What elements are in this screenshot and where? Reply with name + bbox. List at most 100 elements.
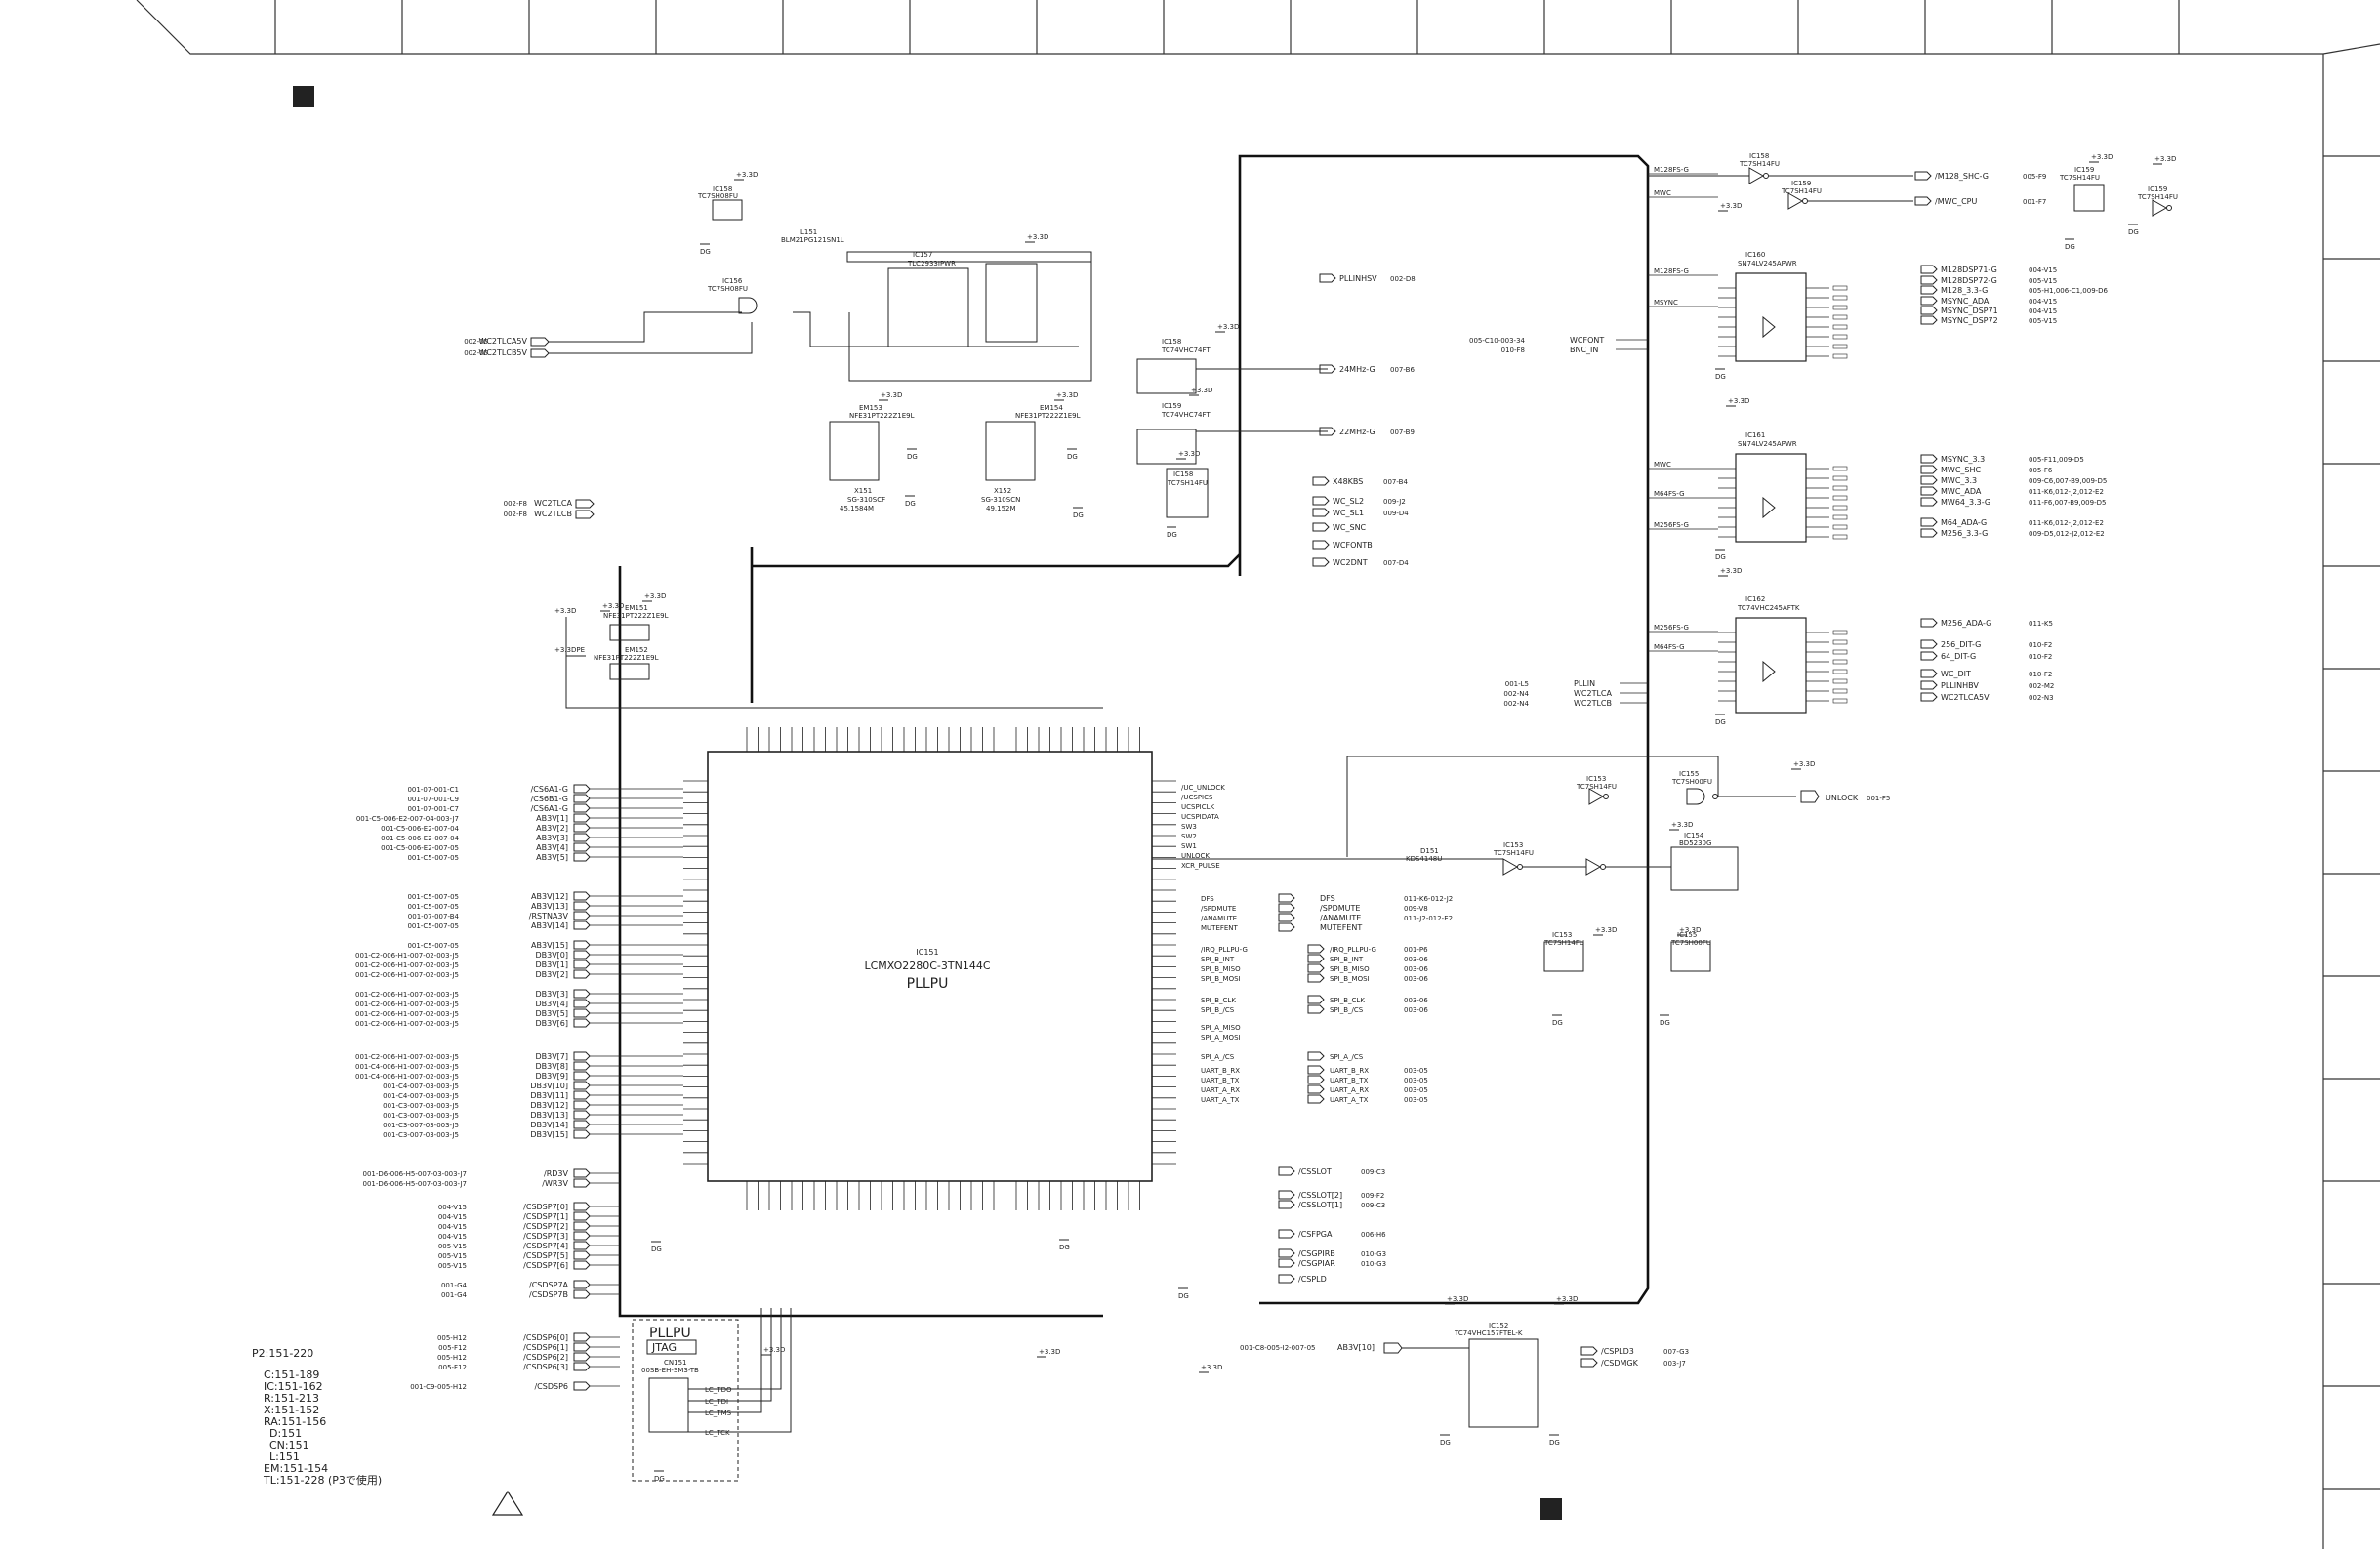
bottom-port-ref: 010-G3: [1361, 1260, 1386, 1268]
mid-right-port-ref: 011-K6-012-J2: [1404, 895, 1453, 903]
clock-input-label-1: WC2TLCA5V: [478, 337, 527, 346]
ic-ref: IC152: [1489, 1322, 1508, 1329]
ref-list-title: P2:151-220: [252, 1347, 313, 1360]
mid-right-signal: UART_A_RX: [1201, 1086, 1240, 1094]
vcc-label: +3.3D: [1720, 567, 1742, 575]
clock-output-ref: 007-B6: [1390, 366, 1415, 374]
mid-right-ports: /UC_UNLOCK/UCSPICSUCSPICLKUCSPIDATASW3SW…: [1181, 784, 1453, 1104]
left-bottom-port-label: /CSDSP7[2]: [523, 1222, 568, 1231]
mid-right-signal: SPI_B_MISO: [1201, 965, 1241, 973]
ref-list-line: RA:151-156: [264, 1415, 326, 1428]
mid-right-signal: MUTEFENT: [1201, 924, 1239, 932]
ref-list-line: C:151-189: [264, 1369, 319, 1381]
ic-ref: IC153: [1552, 931, 1572, 939]
right-port-ref: 010-F2: [2029, 641, 2052, 649]
mid-right-signal: SPI_B_INT: [1201, 956, 1235, 963]
rail-label: +3.3D: [554, 607, 576, 615]
right-port-ref: 010-F2: [2029, 653, 2052, 661]
right-port-ref: 005-V15: [2029, 277, 2057, 285]
ic-ref: IC156: [722, 277, 743, 285]
ref-list-line: D:151: [269, 1427, 302, 1440]
right-port-label: MWC_ADA: [1941, 487, 1982, 496]
clock-output-ref: 009-D4: [1383, 510, 1409, 517]
mid-right-port-label: /ANAMUTE: [1320, 914, 1361, 922]
ic-part: TC7SH14FU: [1739, 160, 1780, 168]
left-port-label: AB3V[1]: [536, 814, 568, 823]
left-bottom-port-ref: 001-G4: [441, 1291, 468, 1299]
mid-right-signal: UNLOCK: [1181, 852, 1210, 860]
vcc-label: +3.3D: [1447, 1295, 1468, 1303]
right-port-ref: 005-F9: [2023, 173, 2046, 181]
clock-output-label: PLLINHSV: [1339, 274, 1377, 283]
left-port-ref: 001-C4-006-H1-007-02-003-J5: [355, 1073, 459, 1081]
left-bottom-port-ref: 005-H12: [437, 1334, 467, 1342]
bottom-port-label: /CSFPGA: [1298, 1230, 1333, 1239]
clock-input-ref-3: 002-F8: [504, 500, 527, 508]
mid-right-signal: UCSPIDATA: [1181, 813, 1219, 821]
left-port-label: /CS6B1-G: [531, 795, 568, 803]
ic-ref: IC159: [2074, 166, 2094, 174]
mid-right-signal: SPI_A_MISO: [1201, 1024, 1241, 1032]
bus-input-label: M128FS-G: [1654, 166, 1689, 174]
mid-right-signal: /UCSPICS: [1181, 794, 1213, 801]
left-port-label: DB3V[5]: [535, 1009, 568, 1018]
left-bottom-port-label: /CSDSP6[1]: [523, 1343, 568, 1352]
pll-section: [712, 199, 1328, 518]
left-port-label: DB3V[2]: [535, 970, 568, 979]
ic-part: TC7SH14FU: [1781, 187, 1822, 195]
left-bottom-port-label: /RD3V: [544, 1169, 569, 1178]
vcc-label: +3.3D: [1793, 760, 1815, 768]
right-port-ref: 010-F2: [2029, 671, 2052, 678]
mid-right-port-label: SPI_B_INT: [1330, 956, 1364, 963]
right-port-label: 64_DIT-G: [1941, 652, 1976, 661]
left-port-ref: 001-07-001-C1: [407, 786, 459, 794]
main-chip-top-pins: [746, 727, 1140, 752]
ref-list-line: L:151: [269, 1451, 300, 1463]
mid-right-port-ref: 011-J2-012-E2: [1404, 915, 1453, 922]
mid-right-port-label: UART_B_RX: [1330, 1067, 1369, 1075]
jtag-subtitle: JTAG: [651, 1341, 677, 1354]
mid-right-port-ref: 003-06: [1404, 997, 1428, 1004]
left-port-label: AB3V[3]: [536, 834, 568, 842]
bottom-port-ref: 003-J7: [1663, 1360, 1686, 1368]
right-port-label: MWC_SHC: [1941, 466, 1981, 474]
ground-label: DG: [2128, 228, 2139, 236]
left-port-ref: 001-C2-006-H1-007-02-003-J5: [355, 1010, 459, 1018]
mid-right-signal: /UC_UNLOCK: [1181, 784, 1225, 792]
clock-output-label: 22MHz-G: [1339, 428, 1375, 436]
rail-label: +3.3DPE: [554, 646, 585, 654]
vcc-label: +3.3D: [1201, 1364, 1222, 1371]
left-bottom-port-label: /CSDSP7[1]: [523, 1212, 568, 1221]
buffer-ref: IC162: [1745, 595, 1765, 603]
right-port-label: WC2TLCA5V: [1941, 693, 1990, 702]
ground-label: DG: [1715, 553, 1726, 561]
ic-part: TLC2933IPWR: [907, 260, 956, 267]
bus-lines: [618, 154, 1650, 1318]
ic-part: TC7SH14FU: [1543, 939, 1584, 947]
main-chip-ref: IC151: [916, 948, 938, 957]
ab3v10-label: AB3V[10]: [1337, 1343, 1375, 1352]
right-port-label: /M128_SHC-G: [1935, 172, 1989, 181]
lock-section: [1152, 756, 1796, 972]
right-port-label: MSYNC_DSP72: [1941, 316, 1998, 325]
left-bottom-port-ref: 005-V15: [438, 1252, 467, 1260]
left-port-label: DB3V[11]: [530, 1091, 568, 1100]
ic-part: TC7SH14FU: [2137, 193, 2178, 201]
vcc-label: +3.3D: [1056, 391, 1078, 399]
left-bottom-port-label: /CSDSP6[0]: [523, 1333, 568, 1342]
left-bottom-port-label: /CSDSP7[3]: [523, 1232, 568, 1241]
diode-ref: D151: [1420, 847, 1439, 855]
left-port-ref: 001-C3-007-03-003-J5: [383, 1102, 459, 1110]
filter-ref: EM152: [625, 646, 648, 654]
left-port-label: AB3V[14]: [531, 921, 568, 930]
left-port-ref: 001-07-001-C9: [407, 796, 459, 803]
vcc-label: +3.3D: [1178, 450, 1200, 458]
vcc-label: +3.3D: [1720, 202, 1742, 210]
ref-list-line: CN:151: [269, 1439, 309, 1451]
left-port-label: /CS6A1-G: [531, 804, 568, 813]
left-bottom-port-ref: 004-V15: [438, 1213, 467, 1221]
ic-part: TC7SH14FU: [2059, 174, 2100, 182]
